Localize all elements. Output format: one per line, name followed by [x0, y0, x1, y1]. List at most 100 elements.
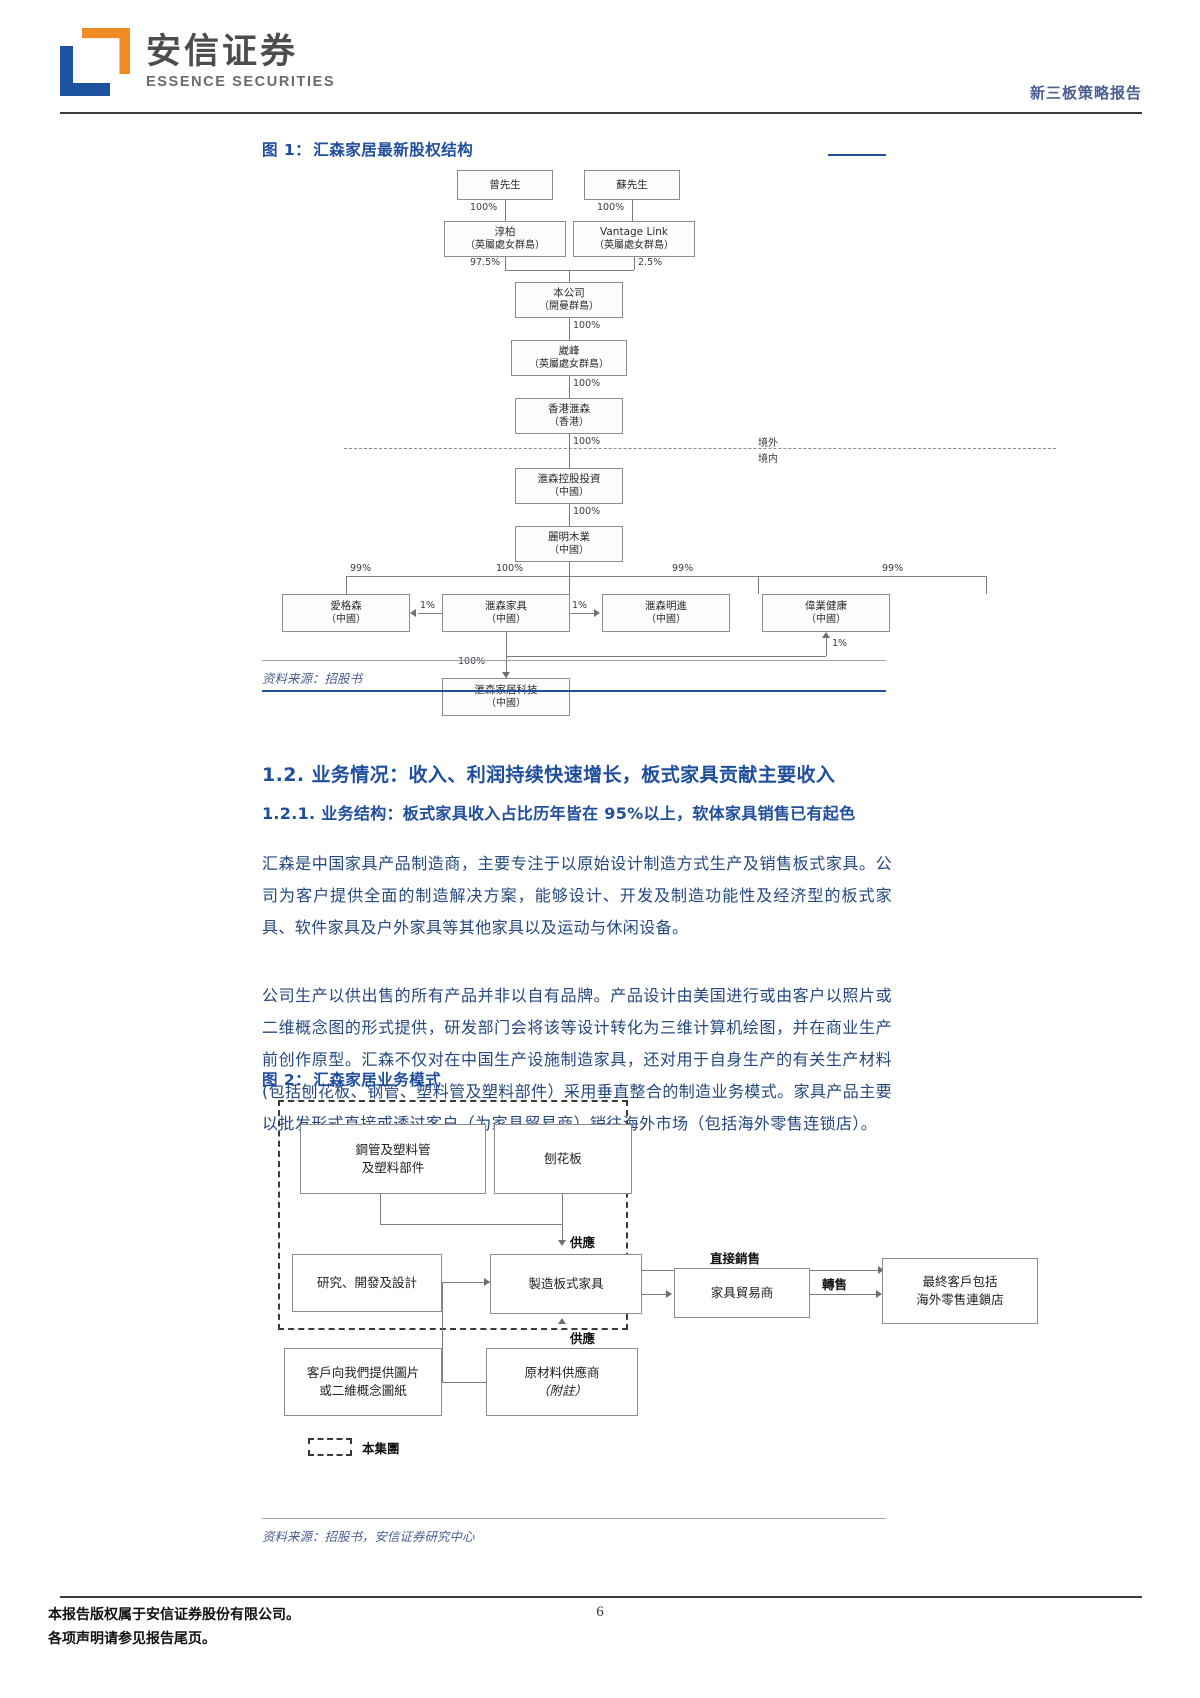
edge-su-vantage [632, 200, 633, 221]
node-customer-input-line2: 或二維概念圖紙 [319, 1383, 407, 1398]
edge-holding-liming [569, 504, 570, 526]
node-hk-huisen-line2: （香港） [549, 417, 589, 429]
node-hk-huisen-line1: 香港滙森 [548, 403, 590, 416]
edge-bus-to-mingjin [758, 576, 759, 594]
edge-company-weifeng [569, 318, 570, 340]
figure2-title-text: 汇森家居业务模式 [313, 1071, 442, 1089]
node-chunbo-line1: 淳柏 [494, 226, 516, 239]
label-resale: 轉售 [822, 1277, 848, 1292]
pct-jiaju-aigesen: 1% [420, 600, 436, 611]
arrow-to-aigesen-icon [410, 609, 416, 617]
node-manufacture: 製造板式家具 [490, 1254, 642, 1314]
ownership-structure-diagram: 曾先生 蘇先生 100% 100% 淳柏 （英屬處女群島） Vantage Li… [262, 160, 1142, 716]
node-aigesen: 愛格森 （中國） [282, 594, 410, 632]
figure1-source: 资料来源：招股书 [262, 671, 363, 686]
pct-jiaju-weiye: 1% [832, 638, 848, 649]
zone-label-onshore: 境内 [758, 454, 778, 465]
footer-disclaimer-line2: 各项声明请参见报告尾页。 [48, 1630, 216, 1647]
edge-jiaju-aigesen [418, 613, 442, 614]
label-supply-bottom: 供應 [570, 1331, 596, 1346]
arrow-to-keji-icon [502, 672, 510, 678]
node-pipes-line2: 及塑料部件 [361, 1160, 425, 1175]
logo-blue-shape [60, 46, 110, 96]
node-jiaju-line2: （中國） [486, 614, 526, 626]
pct-liming-aigesen: 99% [350, 563, 372, 574]
offshore-onshore-divider [344, 448, 1056, 449]
logo-orange-shape [82, 28, 130, 74]
footer-disclaimer-line1: 本报告版权属于安信证券股份有限公司。 [48, 1607, 300, 1623]
node-aigesen-line2: （中國） [326, 614, 366, 626]
pct-chunbo-company: 97.5% [470, 257, 501, 268]
section-heading-1-2-1: 1.2.1. 业务结构：板式家具收入占比历年皆在 95%以上，软体家具销售已有起… [262, 804, 856, 823]
figure1-number: 图 1： [262, 141, 312, 159]
edge-merge-v [569, 270, 570, 282]
figure1-title-rule [828, 154, 886, 156]
node-su: 蘇先生 [584, 170, 680, 200]
node-liming-line2: （中國） [549, 545, 589, 557]
node-weiye-jiankang: 偉業健康 （中國） [762, 594, 890, 632]
paragraph-2: 公司生产以供出售的所有产品并非以自有品牌。产品设计由美国进行或由客户以照片或二维… [262, 986, 892, 1133]
paragraph-1: 汇森是中国家具产品制造商，主要专注于以原始设计制造方式生产及销售板式家具。公司为… [262, 854, 892, 937]
node-raw-supplier-line1: 原材料供應商 [524, 1364, 600, 1380]
edge-hk-holding [569, 434, 570, 468]
node-customer-input: 客戶向我們提供圖片 或二維概念圖紙 [284, 1348, 442, 1416]
pct-jiaju-keji: 100% [458, 656, 486, 667]
edge-customer-input-h [442, 1382, 486, 1383]
arrow-to-weiye-icon [822, 632, 830, 638]
edge-customer-input-v [442, 1282, 443, 1382]
figure2-number: 图 2： [262, 1071, 312, 1089]
node-particleboard: 刨花板 [494, 1124, 632, 1194]
edge-jiaju-weiye-h [506, 656, 826, 657]
footer-disclaimer: 本报告版权属于安信证券股份有限公司。 各项声明请参见报告尾页。 [48, 1604, 300, 1652]
node-company: 本公司 （開曼群島） [515, 282, 623, 318]
footer-divider [60, 1596, 1142, 1598]
node-particleboard-line1: 刨花板 [544, 1150, 582, 1166]
node-furniture-trader: 家具貿易商 [674, 1268, 810, 1318]
node-hk-huisen: 香港滙森 （香港） [515, 398, 623, 434]
pct-liming-mingjin: 99% [672, 563, 694, 574]
node-zeng: 曾先生 [457, 170, 553, 200]
node-weifeng-line2: （英屬處女群島） [529, 359, 609, 371]
legend-swatch-group [308, 1438, 352, 1456]
arrow-rnd-to-manufacture-icon [484, 1278, 490, 1286]
node-weifeng-line1: 崴峰 [558, 345, 580, 358]
node-weifeng: 崴峰 （英屬處女群島） [511, 340, 627, 376]
edge-pipes-h [380, 1224, 562, 1225]
node-chunbo-line2: （英屬處女群島） [465, 240, 545, 252]
header-divider [60, 112, 1142, 114]
edge-rnd-manufacture [442, 1282, 490, 1283]
figure1-bottom-rule [262, 690, 886, 692]
edge-chunbo-down [505, 257, 506, 270]
node-end-customer: 最終客戶包括 海外零售連鎖店 [882, 1258, 1038, 1324]
node-liming-wood: 麗明木業 （中國） [515, 526, 623, 562]
node-chunbo: 淳柏 （英屬處女群島） [444, 221, 566, 257]
node-holding-line2: （中國） [549, 487, 589, 499]
node-manufacture-line1: 製造板式家具 [528, 1275, 604, 1291]
arrow-to-trader-icon [666, 1290, 672, 1298]
node-huisen-mingjin: 滙森明進 （中國） [602, 594, 730, 632]
node-vantage-line1: Vantage Link [600, 226, 668, 239]
section-heading-1-2: 1.2. 业务情况：收入、利润持续快速增长，板式家具贡献主要收入 [262, 764, 836, 786]
node-pipes-plastics: 鋼管及塑料管 及塑料部件 [300, 1124, 486, 1194]
node-mingjin-line2: （中國） [646, 614, 686, 626]
pct-zeng-chunbo: 100% [470, 202, 498, 213]
node-pipes-line1: 鋼管及塑料管 [355, 1141, 431, 1157]
arrow-supply-bottom-icon [558, 1318, 566, 1324]
node-weiye-line1: 偉業健康 [805, 600, 847, 613]
brand-name-en: ESSENCE SECURITIES [146, 74, 336, 91]
pct-hk-holding: 100% [573, 436, 601, 447]
node-holding: 滙森控股投資 （中國） [515, 468, 623, 504]
figure1-title: 图 1：汇森家居最新股权结构 [262, 138, 473, 160]
pct-weifeng-hk: 100% [573, 378, 601, 389]
figure2-source: 资料来源：招股书，安信证券研究中心 [262, 1529, 475, 1544]
node-mingjin-line1: 滙森明進 [645, 600, 687, 613]
node-zeng-line1: 曾先生 [489, 178, 521, 191]
node-keji-line2: （中國） [486, 698, 526, 710]
figure2-title: 图 2：汇森家居业务模式 [262, 1068, 441, 1090]
business-model-diagram: 鋼管及塑料管 及塑料部件 刨花板 供應 研究、開發及設計 製造板式家具 直接銷售… [262, 1090, 1142, 1490]
zone-label-offshore: 境外 [758, 438, 778, 449]
page-header: 安信证券 ESSENCE SECURITIES 新三板策略报告 [0, 0, 1200, 122]
edge-jiaju-weiye-v2 [826, 638, 827, 656]
node-jiaju-line1: 滙森家具 [485, 600, 527, 613]
node-su-line1: 蘇先生 [616, 178, 648, 191]
